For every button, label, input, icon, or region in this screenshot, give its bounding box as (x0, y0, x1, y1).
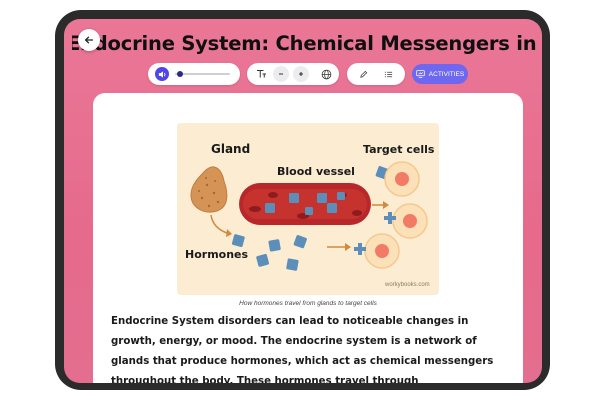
notes-button[interactable] (380, 66, 396, 82)
audio-player (148, 63, 240, 85)
gland-texture (198, 177, 220, 208)
list-icon (384, 71, 392, 77)
minus-icon (279, 73, 283, 75)
presentation-icon (416, 70, 425, 78)
target-cells (364, 161, 428, 269)
back-button[interactable] (78, 29, 100, 51)
credit-label: workybooks.com (384, 282, 430, 288)
hormones-label: Hormones (185, 248, 248, 261)
audio-progress-thumb[interactable] (176, 71, 183, 77)
increase-text-button[interactable] (293, 66, 309, 82)
decrease-text-button[interactable] (273, 66, 289, 82)
text-settings-toolbar (247, 63, 339, 85)
blood-vessel-label: Blood vessel (277, 165, 355, 178)
highlight-button[interactable] (355, 66, 371, 82)
speaker-icon (158, 70, 165, 78)
bound-hormones (354, 212, 396, 255)
font-size-icon (256, 70, 266, 78)
hormone-pieces (231, 166, 389, 271)
audio-play-button[interactable] (155, 67, 169, 81)
endocrine-diagram: Gland Blood vessel Target cells Hormones… (185, 142, 435, 288)
diagram-image: Gland Blood vessel Target cells Hormones… (177, 123, 439, 295)
figure-caption: How hormones travel from glands to targe… (239, 300, 377, 307)
pencil-icon (359, 70, 367, 78)
language-button[interactable] (318, 66, 334, 82)
audio-progress-track[interactable] (175, 73, 230, 75)
arrow-left-icon (84, 36, 94, 44)
flow-arrows (210, 204, 383, 248)
activities-label: ACTIVITIES (428, 70, 465, 78)
target-cells-label: Target cells (363, 143, 435, 156)
page-title: Endocrine System: Chemical Messengers in… (72, 32, 538, 55)
text-size-icon[interactable] (253, 66, 269, 82)
globe-icon (321, 69, 331, 79)
gland-label: Gland (211, 142, 250, 156)
content-card: Gland Blood vessel Target cells Hormones… (93, 93, 523, 383)
activities-button[interactable]: ACTIVITIES (412, 64, 468, 84)
plus-icon (299, 72, 303, 76)
gland-shape (190, 166, 228, 213)
annotation-toolbar (347, 63, 405, 85)
reader-screen: Endocrine System: Chemical Messengers in… (64, 19, 542, 383)
article-body-text: Endocrine System disorders can lead to n… (111, 316, 494, 383)
